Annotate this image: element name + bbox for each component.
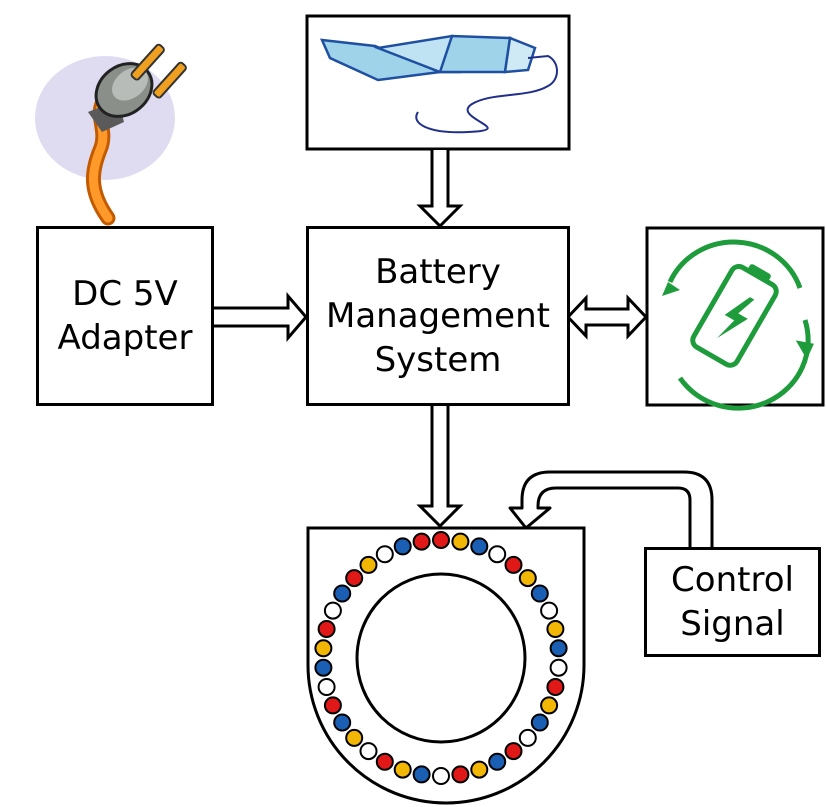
led-dot [432,767,450,785]
led-dot [470,537,489,556]
led-dot [314,658,333,677]
led-dot [393,760,412,779]
led-dot [317,620,336,638]
led-dot [540,601,559,620]
led-dot [323,696,342,715]
control-signal-label: Control Signal [671,560,794,644]
led-dot [345,728,364,747]
led-dot [359,555,378,574]
led-dot [518,569,537,588]
led-dot [393,537,412,556]
led-dot [412,532,431,551]
led-dot [432,531,450,549]
power-plug-icon [35,43,187,226]
led-dot [412,765,431,784]
led-dot [375,752,394,771]
led-dot [359,742,378,761]
control-signal-block: Control Signal [644,547,821,657]
recharge-battery-icon [662,239,814,411]
led-dot [345,569,364,588]
led-dot [518,728,537,747]
led-dot [540,696,559,715]
arrow-charger-to-bms [416,150,464,229]
arrow-bms-battery-bidirectional [565,294,649,340]
bms-block: Battery Management System [306,226,570,406]
led-dot [488,545,507,564]
led-dot [488,752,507,771]
led-dot [530,713,549,732]
led-dot [549,658,568,677]
led-dot [451,765,470,784]
led-dot [504,742,523,761]
led-dot [530,584,549,603]
led-dot [314,639,333,658]
led-dot [546,678,565,696]
led-dot [375,545,394,564]
arrow-bms-to-led [416,405,464,529]
bms-label: Battery Management System [326,252,550,380]
led-dot [317,678,336,696]
charger-image-box [305,14,571,151]
adapter-block: DC 5V Adapter [36,226,214,406]
adapter-label: DC 5V Adapter [57,274,193,358]
arrow-adapter-to-bms [214,291,308,343]
usb-charger-icon [319,34,558,134]
led-dot [333,584,352,603]
led-dot [333,713,352,732]
led-dot [546,620,565,638]
led-dot [504,555,523,574]
led-dot [451,532,470,551]
led-dots [314,531,568,785]
led-dot [470,760,489,779]
device-center-hole [355,572,527,744]
led-dot [549,639,568,658]
led-dot [323,601,342,620]
